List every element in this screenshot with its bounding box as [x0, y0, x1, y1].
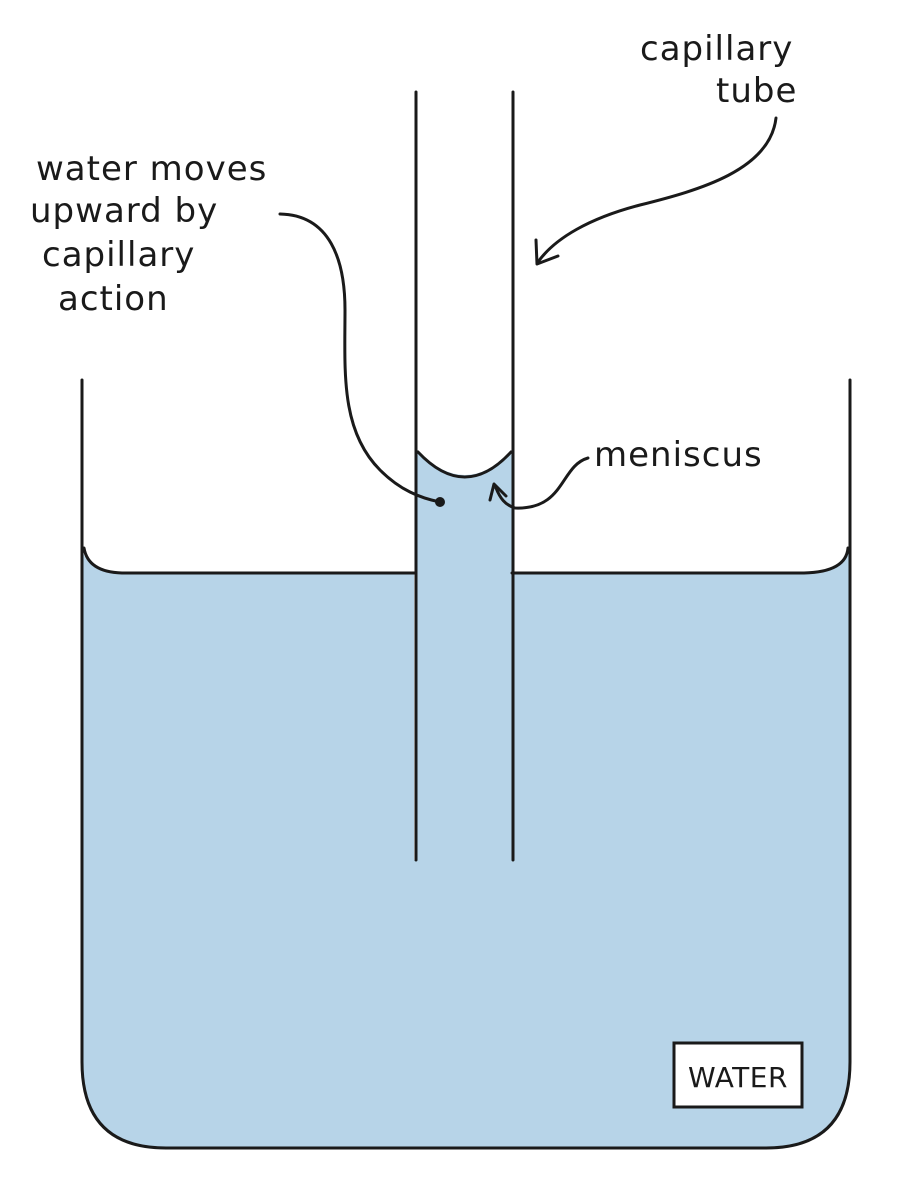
water-surface-right — [510, 546, 850, 575]
capillary-tube-arrowhead-icon — [534, 238, 560, 266]
capillary-tube-arrow — [536, 116, 778, 264]
water-moves-label-line1: water moves — [36, 149, 267, 189]
water-label-box — [672, 1041, 804, 1109]
meniscus-curve — [416, 450, 513, 479]
water-label-text: WATER — [688, 1061, 788, 1094]
water-moves-label-line4: action — [58, 279, 169, 319]
meniscus-arrowhead-icon — [488, 482, 508, 502]
svg-text:water moves upward by: water moves upward by capillary action — [30, 149, 279, 319]
water-moves-leader — [278, 212, 442, 504]
capillary-tube-label-line2: tube — [716, 71, 797, 111]
beaker-water — [82, 548, 850, 1148]
tube-water — [417, 450, 513, 860]
capillary-tube-label-line1: capillary — [640, 29, 793, 69]
water-moves-label-line3: capillary — [42, 235, 195, 275]
water-moves-label-line2: upward by — [30, 191, 218, 231]
water-surface-left — [82, 546, 418, 575]
meniscus-label: meniscus — [594, 435, 763, 475]
water-moves-dot-icon — [435, 497, 445, 507]
meniscus-arrow — [494, 456, 590, 510]
svg-text:capillary tube: capillary tube — [640, 29, 805, 111]
beaker-outline — [80, 378, 852, 1150]
